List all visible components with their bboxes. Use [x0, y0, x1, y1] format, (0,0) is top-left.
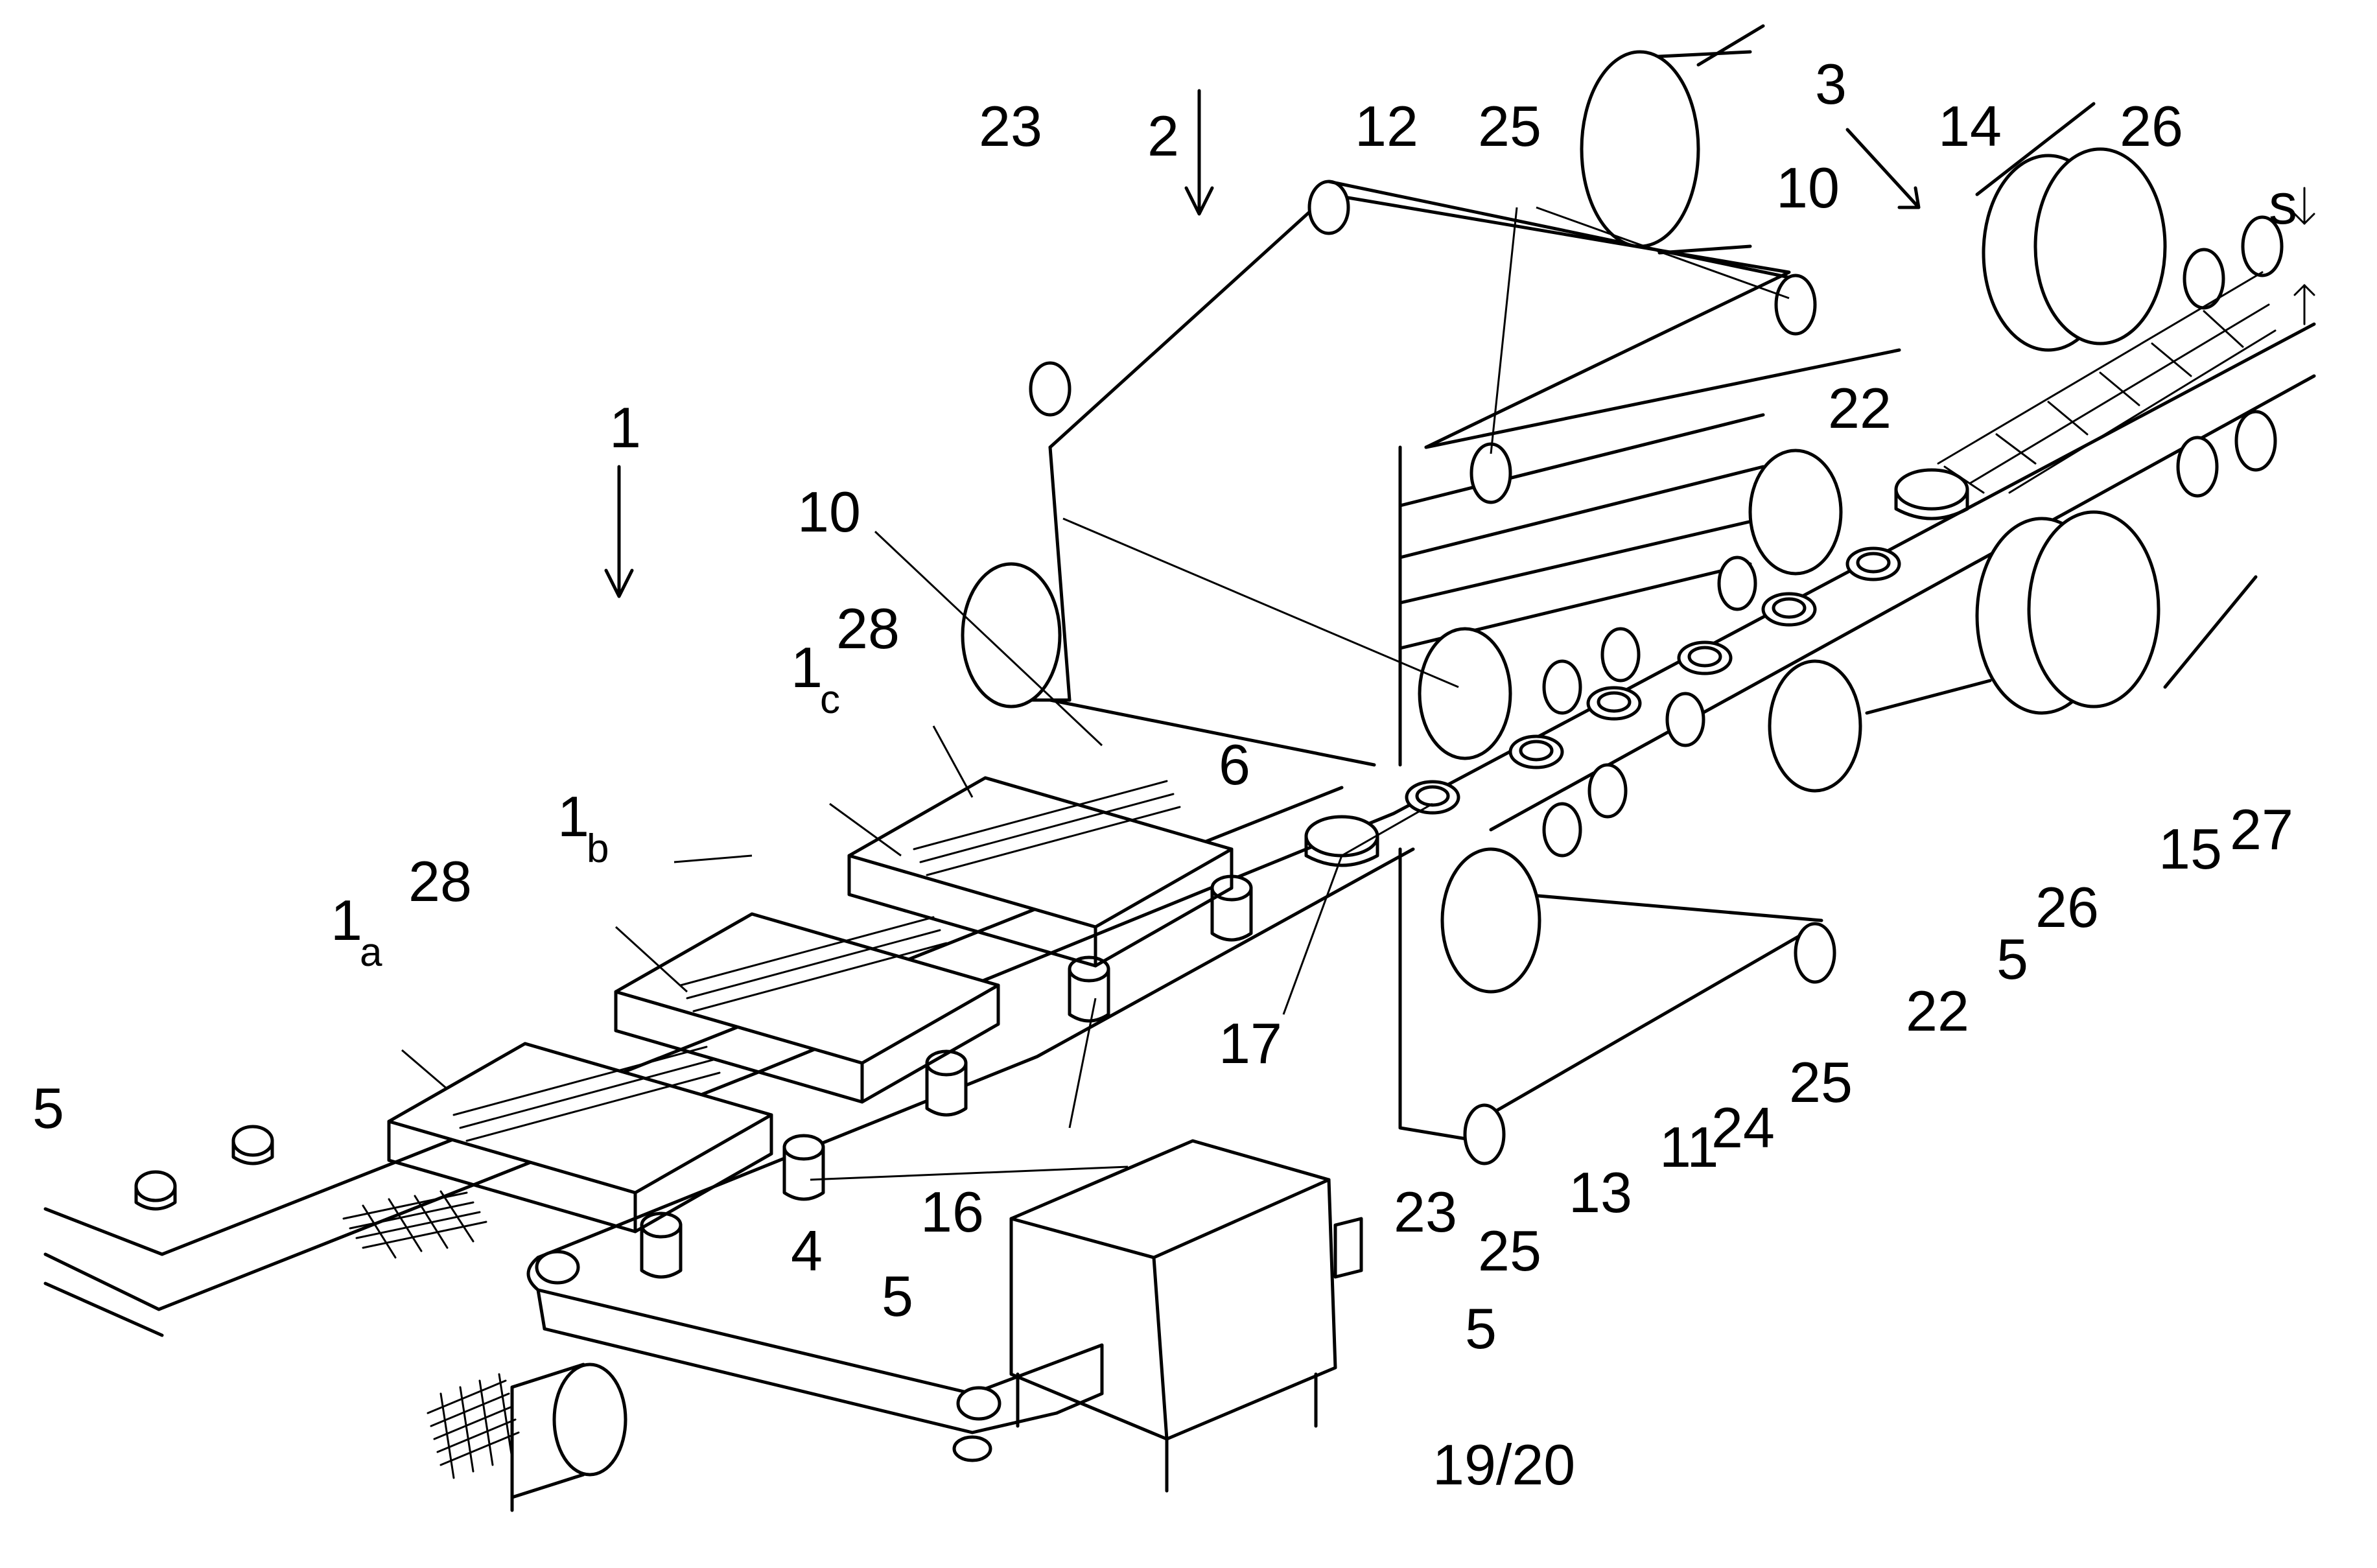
label-28-right: 28 [836, 596, 900, 661]
label-5-left: 5 [32, 1076, 64, 1140]
svg-text:b: b [587, 826, 609, 871]
label-1c: 1 c [791, 635, 840, 722]
label-26-top: 26 [2120, 94, 2183, 158]
label-22-top: 22 [1828, 376, 1891, 440]
label-5-bottom: 5 [882, 1264, 913, 1328]
label-25-right: 25 [1789, 1050, 1853, 1114]
label-15: 15 [2159, 817, 2222, 881]
disc [1847, 548, 1899, 579]
svg-text:a: a [360, 930, 382, 975]
tray-1c [849, 778, 1232, 966]
label-10-left: 10 [797, 480, 861, 544]
spacing-indicator [2295, 188, 2314, 324]
disc [1588, 688, 1640, 719]
label-12: 12 [1355, 94, 1418, 158]
mesh-piece-left [344, 1191, 486, 1258]
svg-text:1: 1 [791, 635, 823, 699]
disc [1896, 470, 1967, 519]
output-roll [512, 1364, 626, 1510]
label-16: 16 [920, 1180, 984, 1244]
disc [1679, 642, 1731, 673]
label-s: s [2269, 172, 2297, 236]
outlet-roller-15 [1977, 412, 2275, 713]
post [1070, 957, 1108, 1021]
label-3: 3 [1815, 52, 1847, 116]
control-box-19-20 [1011, 1141, 1335, 1491]
tray-1a [389, 1044, 771, 1232]
svg-text:1: 1 [331, 888, 362, 952]
svg-text:1: 1 [557, 784, 589, 848]
label-25-top: 25 [1478, 94, 1541, 158]
label-24: 24 [1711, 1095, 1775, 1160]
svg-text:c: c [820, 677, 840, 722]
label-1b: 1 b [557, 784, 609, 871]
label-19-20: 19/20 [1433, 1433, 1575, 1497]
reference-labels: 1 2 3 4 5 5 5 5 6 10 10 11 12 13 14 15 1… [32, 52, 2297, 1497]
label-26-bottom: 26 [2035, 875, 2099, 939]
mesh-piece-bottom [428, 1374, 519, 1478]
label-10-right: 10 [1776, 156, 1840, 220]
label-14: 14 [1938, 94, 2002, 158]
label-22-bottom: 22 [1906, 979, 1969, 1043]
post [784, 1136, 823, 1199]
label-28-left: 28 [408, 849, 472, 913]
label-27: 27 [2230, 797, 2293, 861]
label-1: 1 [609, 395, 641, 460]
label-5-right: 5 [1996, 927, 2028, 991]
label-13: 13 [1569, 1160, 1632, 1224]
disc [1510, 736, 1562, 767]
label-11: 11 [1659, 1115, 1718, 1179]
label-23-top: 23 [979, 94, 1042, 158]
conveyor-belt [45, 324, 2314, 1460]
label-1a: 1 a [331, 888, 382, 975]
disc [1407, 782, 1458, 813]
label-4: 4 [791, 1219, 823, 1283]
label-17: 17 [1219, 1011, 1282, 1075]
label-25-bottom: 25 [1478, 1219, 1541, 1283]
label-5-box: 5 [1465, 1296, 1497, 1361]
label-6: 6 [1219, 732, 1250, 797]
disc [1763, 594, 1815, 625]
label-23-bottom: 23 [1394, 1180, 1457, 1244]
label-2: 2 [1147, 104, 1179, 168]
